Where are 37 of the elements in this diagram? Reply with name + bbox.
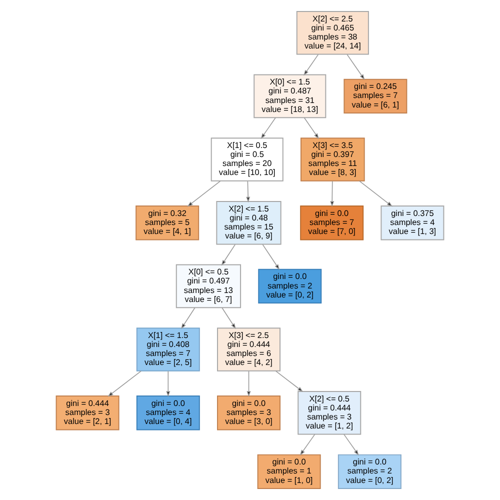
node-box: X[3] <= 2.5 gini = 0.444 samples = 6 value = [4, 2] <box>217 328 281 372</box>
node-box: gini = 0.0 samples = 3 value = [3, 0] <box>217 396 281 430</box>
arrow <box>180 307 196 330</box>
arrow <box>330 180 334 207</box>
arrow <box>246 180 250 203</box>
arrow <box>300 434 316 456</box>
arrow <box>108 370 142 397</box>
node-box: X[3] <= 3.5 gini = 0.397 samples = 11 value = [8, 3] <box>300 138 365 182</box>
arrow <box>260 117 276 140</box>
node-box: gini = 0.375 samples = 4 value = [1, 3] <box>380 206 444 240</box>
arrow <box>359 180 393 207</box>
arrow <box>187 180 221 207</box>
node-box: gini = 0.0 samples = 1 value = [1, 0] <box>257 454 321 490</box>
node-box: X[0] <= 1.5 gini = 0.487 samples = 31 value = [18, 13] <box>254 74 326 118</box>
arrow <box>246 370 251 397</box>
node-box: X[2] <= 2.5 gini = 0.465 samples = 38 value = [24, 14] <box>296 10 369 55</box>
arrow <box>166 370 170 397</box>
node-box: gini = 0.0 samples = 2 value = [0, 2] <box>338 454 402 490</box>
arrow <box>262 244 280 270</box>
arrow <box>222 307 236 330</box>
node-box: X[2] <= 1.5 gini = 0.48 samples = 15 value = [6, 9] <box>216 200 282 245</box>
node-box: gini = 0.0 samples = 2 value = [0, 2] <box>258 268 322 304</box>
node-box: X[1] <= 1.5 gini = 0.408 samples = 7 value = [2, 5] <box>136 328 200 372</box>
node-box: gini = 0.32 samples = 5 value = [4, 1] <box>136 206 200 240</box>
node-box: gini = 0.0 samples = 7 value = [7, 0] <box>300 206 364 240</box>
node-box: X[2] <= 0.5 gini = 0.444 samples = 3 value = [1, 2] <box>298 390 362 435</box>
node-box: gini = 0.245 samples = 7 value = [6, 1] <box>344 78 408 114</box>
arrow <box>275 370 304 392</box>
node-box: X[1] <= 0.5 gini = 0.5 samples = 20 value = [10, 10] <box>210 138 284 182</box>
arrow <box>346 54 365 80</box>
node-box: gini = 0.0 samples = 4 value = [0, 4] <box>136 396 200 430</box>
arrow <box>304 54 319 76</box>
arrow <box>304 117 320 140</box>
arrow <box>221 244 236 266</box>
arrow <box>344 434 359 456</box>
node-box: gini = 0.444 samples = 3 value = [2, 1] <box>56 396 120 430</box>
node-box: X[0] <= 0.5 gini = 0.497 samples = 13 value = [6, 7] <box>176 264 242 308</box>
